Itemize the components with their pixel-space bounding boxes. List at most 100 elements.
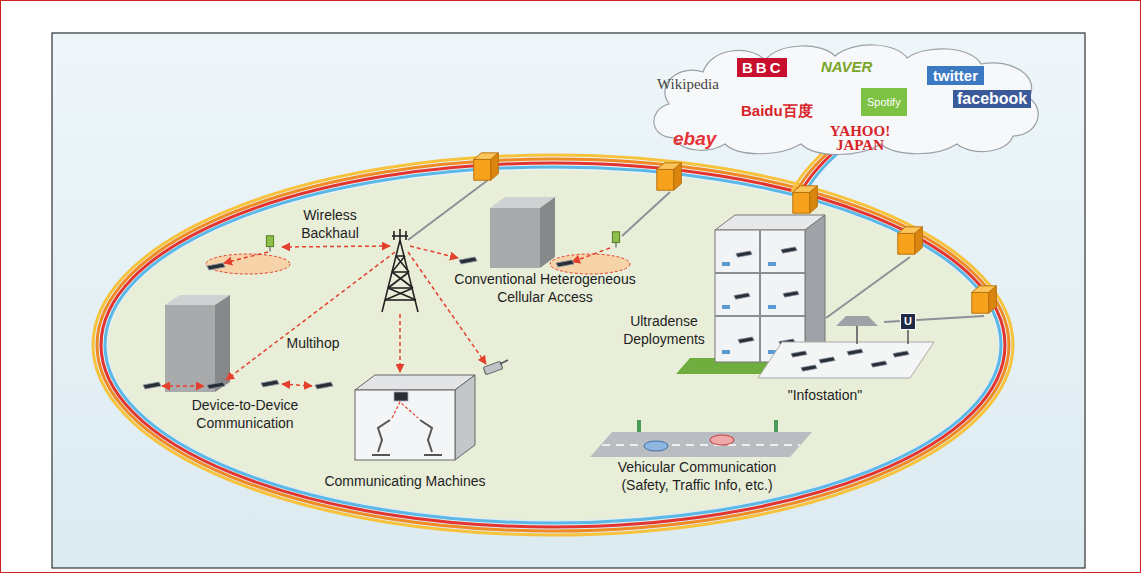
site-logo: Spotify bbox=[861, 88, 907, 116]
wireless-links-part bbox=[282, 384, 312, 386]
fiber-links-part bbox=[826, 257, 910, 318]
network-ring bbox=[93, 155, 1013, 535]
label-box: Conventional Heterogeneous Cellular Acce… bbox=[438, 270, 652, 306]
machine-room-part bbox=[355, 390, 455, 460]
small-cells-part bbox=[266, 236, 273, 252]
machine-room-part-part bbox=[392, 402, 418, 418]
core-nodes-part bbox=[474, 153, 499, 180]
road-part bbox=[644, 441, 668, 451]
machine-room-part bbox=[394, 392, 408, 401]
station-sign: U bbox=[900, 313, 916, 330]
caption-label: "Infostation" bbox=[788, 387, 863, 403]
caption-label: Wireless Backhaul bbox=[301, 207, 359, 241]
fiber-links-part bbox=[622, 192, 670, 236]
network-ring-part bbox=[101, 163, 1005, 527]
ultradense-building-part bbox=[805, 215, 825, 362]
macro-tower-part bbox=[405, 231, 407, 240]
ultradense-building-part-part bbox=[722, 350, 730, 354]
wireless-links-part bbox=[282, 246, 390, 247]
caption-label: Conventional Heterogeneous Cellular Acce… bbox=[454, 271, 635, 305]
label-box: U bbox=[900, 311, 916, 330]
phones-part bbox=[207, 263, 225, 270]
phones-part bbox=[207, 382, 225, 389]
gray-buildings-part bbox=[490, 208, 540, 268]
road-part bbox=[602, 444, 800, 446]
machine-room-part bbox=[392, 402, 418, 418]
ultradense-building-part bbox=[783, 291, 799, 297]
road-part bbox=[637, 420, 641, 432]
gray-buildings bbox=[165, 197, 555, 392]
macro-tower-part bbox=[388, 272, 409, 288]
gray-buildings-part bbox=[165, 305, 215, 392]
macro-tower-part bbox=[393, 231, 395, 240]
site-logo: NAVER bbox=[821, 58, 872, 75]
ultradense-building-part bbox=[734, 293, 750, 299]
network-ring-part bbox=[93, 155, 1013, 535]
ultradense-building-part-part bbox=[722, 262, 730, 266]
macro-tower bbox=[382, 229, 418, 312]
macro-tower-part bbox=[385, 299, 416, 301]
road-part bbox=[710, 435, 734, 445]
infostation-part bbox=[847, 349, 863, 355]
network-ring-part bbox=[108, 170, 998, 520]
ultradense-building-part bbox=[736, 251, 752, 257]
machine-room-part bbox=[455, 375, 475, 460]
fiber-links-part bbox=[408, 180, 488, 240]
ultradense-building-part bbox=[722, 262, 776, 354]
phones-part bbox=[143, 382, 161, 389]
site-logo: Baidu百度 bbox=[741, 102, 813, 121]
road-part bbox=[590, 432, 812, 457]
label-box: Communicating Machines bbox=[300, 472, 510, 490]
site-logo: BBC bbox=[737, 58, 787, 77]
wireless-links-part bbox=[572, 248, 610, 262]
wireless-links-part bbox=[410, 246, 458, 258]
fiber-links-part bbox=[884, 316, 984, 322]
phones-part bbox=[556, 260, 574, 267]
core-nodes-part bbox=[972, 286, 997, 313]
macro-tower-part bbox=[392, 271, 409, 273]
small-cells bbox=[206, 232, 630, 274]
network-ring-part bbox=[97, 159, 1009, 531]
infostation-part bbox=[871, 361, 887, 367]
infostation-part bbox=[758, 342, 934, 378]
ultradense-building-part-part bbox=[722, 305, 730, 309]
ultradense-building-part bbox=[738, 337, 754, 343]
small-cells-part bbox=[206, 254, 290, 274]
macro-tower-part bbox=[399, 229, 401, 240]
cloud-shape bbox=[654, 45, 1038, 155]
infostation-part bbox=[801, 365, 817, 371]
ultradense-building-part-part bbox=[768, 305, 776, 309]
caption-label: Vehicular Communication (Safety, Traffic… bbox=[618, 459, 777, 493]
machine-room-part bbox=[372, 420, 442, 455]
phones-part bbox=[261, 380, 279, 387]
machine-room-part-part bbox=[372, 454, 390, 456]
wireless-links-part bbox=[162, 385, 204, 387]
internet-cloud: WikipediaBBCNAVERtwitterfacebookBaidu百度S… bbox=[645, 40, 1047, 158]
ultradense-building-part-part bbox=[759, 230, 761, 362]
gray-buildings-part bbox=[540, 197, 555, 268]
ultradense-building-part bbox=[781, 247, 797, 253]
infostation-part bbox=[819, 357, 835, 363]
caption-label: Communicating Machines bbox=[324, 473, 485, 489]
infostation-part bbox=[893, 351, 909, 357]
machine-room-part bbox=[355, 375, 475, 390]
caption-label: Device-to-Device Communication bbox=[192, 397, 299, 431]
caption-label: Ultradense Deployments bbox=[623, 313, 705, 347]
core-nodes-part bbox=[898, 227, 923, 254]
label-box: Vehicular Communication (Safety, Traffic… bbox=[600, 458, 794, 494]
gray-buildings-part bbox=[215, 295, 230, 392]
infostation-part bbox=[791, 351, 807, 357]
road-part bbox=[774, 420, 778, 432]
label-box: "Infostation" bbox=[770, 386, 880, 404]
machine-room bbox=[355, 375, 475, 460]
machine-room-part-part bbox=[420, 420, 432, 452]
core-nodes-part bbox=[657, 163, 682, 190]
site-logo: YAHOO! JAPAN bbox=[817, 124, 903, 152]
infostation-part bbox=[856, 326, 858, 344]
site-logo: Wikipedia bbox=[657, 76, 719, 93]
camera-part bbox=[483, 361, 503, 375]
macro-tower-part bbox=[392, 256, 405, 272]
